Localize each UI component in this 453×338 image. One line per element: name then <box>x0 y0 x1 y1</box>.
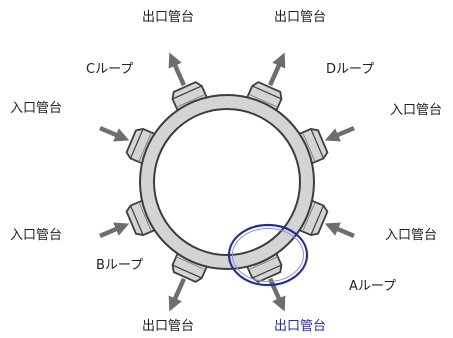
loop-label-b: Bループ <box>96 258 144 273</box>
outlet-arrow-outlet-bottom-left <box>168 277 186 312</box>
nozzle-label-outlet-top-left: 出口管台 <box>142 10 195 25</box>
inlet-arrow-inlet-lower-left <box>99 222 130 238</box>
outlet-arrow-outlet-bottom-right <box>268 277 286 312</box>
nozzle-label-inlet-lower-right: 入口管台 <box>385 228 438 243</box>
outlet-arrow-outlet-top-left <box>168 52 186 87</box>
inlet-arrow-inlet-upper-right <box>324 126 355 142</box>
loop-label-c: Cループ <box>86 62 134 77</box>
inlet-arrow-inlet-lower-right <box>324 222 355 238</box>
nozzle-label-outlet-bottom-left: 出口管台 <box>142 319 195 334</box>
nozzle-label-outlet-top-right: 出口管台 <box>274 10 327 25</box>
highlight-ellipse <box>227 223 309 287</box>
vessel-ring <box>140 95 314 269</box>
highlight-ellipse-inner <box>232 228 304 282</box>
vessel-ring-inner-edge <box>153 108 301 256</box>
nozzle-label-inlet-upper-right: 入口管台 <box>390 103 443 118</box>
nozzle-label-outlet-bottom-right: 出口管台 <box>274 319 327 334</box>
nozzle-label-inlet-upper-left: 入口管台 <box>10 101 63 116</box>
loop-label-a: Aループ <box>349 279 397 294</box>
vessel-ring-outer-edge <box>139 94 315 270</box>
outlet-arrow-outlet-top-right <box>268 52 286 87</box>
loop-label-d: Dループ <box>326 62 375 77</box>
nozzle-label-inlet-lower-left: 入口管台 <box>10 228 63 243</box>
inlet-arrow-inlet-upper-left <box>99 126 130 142</box>
